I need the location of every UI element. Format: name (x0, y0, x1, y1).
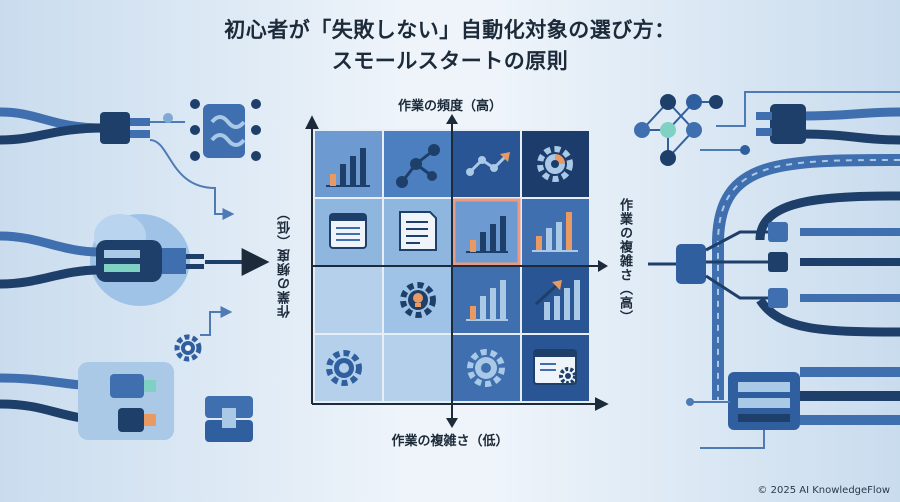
browser-gear-icon (533, 349, 577, 385)
cell-icons (326, 144, 580, 387)
gear-chart-icon (537, 146, 573, 182)
plug-icon (96, 240, 162, 282)
axis-label-right: 作業の複雑さ（高） (617, 198, 632, 324)
axis-label-top: 作業の頻度（高） (397, 99, 502, 114)
plug-icon (100, 112, 130, 144)
connector-hub-icon (676, 244, 706, 284)
page-subtitle: スモールスタートの原則 (331, 49, 569, 73)
trend-arrow-icon (466, 152, 510, 176)
cell-r4-c2 (382, 333, 453, 403)
cell-r4-c1 (313, 333, 384, 403)
growth-chart-icon (534, 280, 580, 320)
cell-r3-c3 (451, 265, 522, 335)
matrix-grid (313, 129, 591, 403)
cell-r1-c1 (313, 129, 384, 199)
left-cable-decoration (0, 99, 270, 442)
axes (305, 114, 609, 428)
list-document-icon (329, 213, 367, 249)
notes-document-icon (399, 211, 437, 251)
cell-r2-c4 (520, 197, 591, 267)
cell-r3-c1 (313, 265, 384, 335)
axis-label-bottom: 作業の複雑さ（低） (391, 434, 509, 449)
bar-chart-icon (466, 280, 508, 321)
bar-chart-icon (532, 212, 578, 252)
bar-chart-icon (466, 216, 508, 253)
usb-plug-icon (770, 104, 806, 144)
axis-label-left: 作業の頻度（低） (278, 206, 293, 318)
gear-icon (174, 334, 202, 362)
right-cable-decoration (634, 91, 900, 449)
network-icon (396, 144, 440, 188)
highlight-frame (452, 198, 521, 266)
cell-r2-c3-highlight (451, 197, 522, 267)
bar-chart-icon (326, 148, 370, 187)
lightbulb-gear-icon (400, 282, 436, 318)
gear-icon (326, 350, 362, 386)
gear-icon (467, 349, 505, 387)
copyright-text: © 2025 AI KnowledgeFlow (757, 485, 890, 496)
page-title: 初心者が「失敗しない」自動化対象の選び方： (224, 18, 676, 42)
puzzle-icon (205, 396, 253, 442)
network-nodes-icon (634, 94, 723, 166)
